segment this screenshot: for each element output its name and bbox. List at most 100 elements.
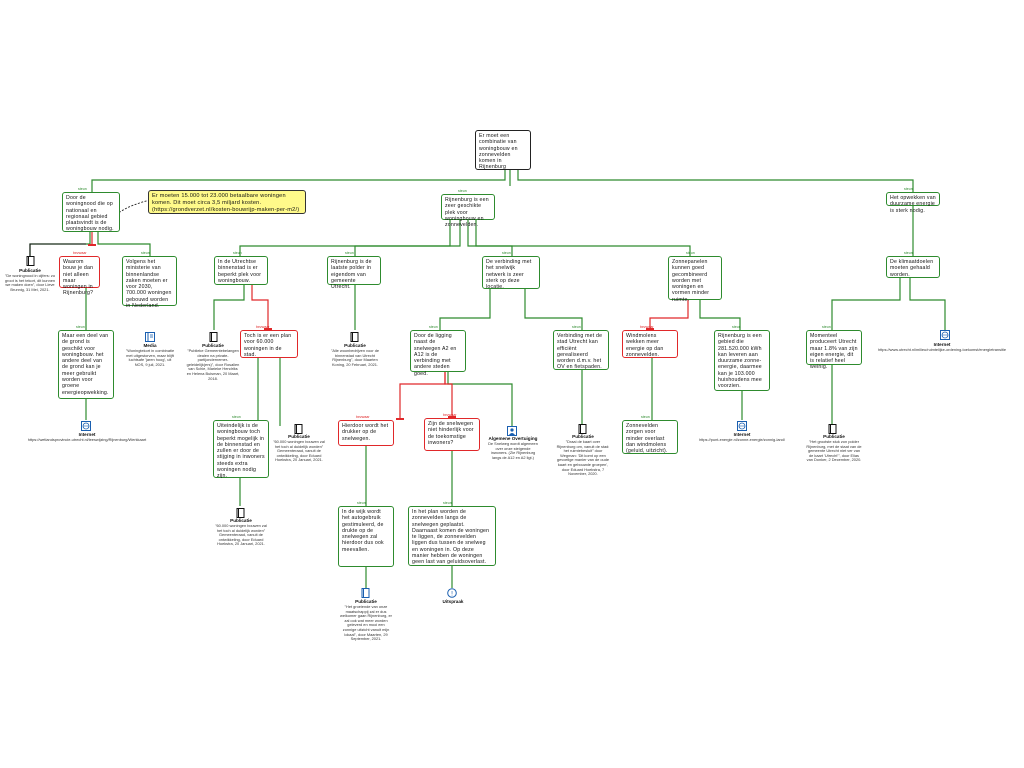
objection-label: bezwaar bbox=[443, 413, 457, 417]
source-type: Publicatie bbox=[202, 343, 224, 348]
source-type: Internet bbox=[733, 432, 751, 437]
rebuttal-car-use[interactable]: In de wijk wordt het autogebruik gestimu… bbox=[338, 506, 394, 567]
support-label: steun bbox=[904, 251, 913, 255]
source-s6: Publicatie "60.000 woningen bouwen zal h… bbox=[214, 518, 268, 547]
reason-ov-bike[interactable]: Verbinding met de stad Utrecht kan effic… bbox=[553, 330, 609, 370]
source-s11: Publicatie "Het groeiende van onze maats… bbox=[340, 599, 392, 642]
support-label: steun bbox=[502, 251, 511, 255]
source-type: Publicatie bbox=[572, 434, 594, 439]
source-type: Algemene Overtuiging bbox=[488, 436, 538, 441]
cost-note: Er moeten 15.000 tot 23.000 betaalbare w… bbox=[148, 190, 306, 214]
book-icon bbox=[294, 424, 303, 434]
support-label: steun bbox=[232, 415, 241, 419]
source-text: "Alle woonbedrijven voor de binnenstad v… bbox=[330, 348, 380, 367]
book-icon bbox=[578, 424, 587, 434]
source-type: Publicatie bbox=[344, 343, 366, 348]
support-label: steun bbox=[443, 501, 452, 505]
support-label: steun bbox=[345, 251, 354, 255]
support-label: steun bbox=[76, 325, 85, 329]
book-icon bbox=[361, 588, 370, 598]
reason-last-polder[interactable]: Rijnenburg is de laatste polder in eigen… bbox=[327, 256, 381, 290]
book-icon bbox=[209, 332, 218, 342]
source-type: Media bbox=[143, 343, 157, 348]
globe-icon bbox=[81, 421, 91, 431]
objection-windmills[interactable]: Windmolens wekken meer energie op dan zo… bbox=[622, 330, 678, 358]
objection-label: bezwaar bbox=[356, 415, 370, 419]
source-s12: Uitspraak bbox=[430, 599, 476, 605]
support-label: steun bbox=[458, 189, 467, 193]
source-text: "Het grootste stuk zon polder Rijnenburg… bbox=[806, 439, 862, 463]
reason-solar-combine[interactable]: Zonnepanelen kunnen goed gecombineerd wo… bbox=[668, 256, 722, 303]
reason-utrecht-1-8-percent[interactable]: Momenteel produceert Utrecht maar 1.8% v… bbox=[806, 330, 862, 370]
book-icon bbox=[828, 424, 837, 434]
reason-limited-space-utrecht[interactable]: In de Utrechtse binnenstad is er beperkt… bbox=[214, 256, 268, 285]
source-text: https://wetlandsprovincie-utrecht.nl/lee… bbox=[27, 437, 147, 442]
claim-renewable-energy[interactable]: Het opwekken van duurzame energie is ste… bbox=[886, 192, 940, 214]
source-s3: Internet https://wetlandsprovincie-utrec… bbox=[14, 432, 160, 443]
reason-land-partly-suitable[interactable]: Maar een deel van de grond is geschikt v… bbox=[58, 330, 114, 399]
support-label: steun bbox=[686, 251, 695, 255]
source-type: Publicatie bbox=[19, 268, 41, 273]
support-label: steun bbox=[357, 501, 366, 505]
support-label: steun bbox=[641, 415, 650, 419]
source-s10: Internet https://punt-energie.nl/zonne-e… bbox=[688, 432, 796, 443]
source-type: Uitspraak bbox=[442, 599, 464, 604]
source-text: https://www.utrecht.nl/milieu/ruimtelijk… bbox=[877, 347, 1006, 352]
reason-climate-goals[interactable]: De klimaatdoelen moeten gehaald worden. bbox=[886, 256, 940, 278]
book-icon bbox=[350, 332, 359, 342]
rebuttal-less-nuisance[interactable]: Zonnevelden zorgen voor minder overlast … bbox=[622, 420, 678, 454]
source-s8: Algemene Overtuiging De Snelweg wordt al… bbox=[488, 436, 538, 460]
reason-a2-a12[interactable]: Door de ligging naast de snelwegen A2 en… bbox=[410, 330, 466, 377]
objection-busier-highways[interactable]: Hierdoor wordt het drukker op de snelweg… bbox=[338, 420, 394, 446]
root-claim[interactable]: Er moet een combinatie van woningbouw en… bbox=[475, 130, 531, 170]
reason-strong-connection[interactable]: De verbinding met het snelwijk netwerk i… bbox=[482, 256, 540, 290]
support-label: steun bbox=[732, 325, 741, 329]
support-label: steun bbox=[141, 251, 150, 255]
source-text: "De woningnood in cijfers: zo groot is h… bbox=[4, 273, 56, 292]
reason-limited-possible[interactable]: Uiteindelijk is de woningbouw toch beper… bbox=[213, 420, 269, 479]
source-s14: Publicatie "Het grootste stuk zon polder… bbox=[806, 434, 862, 463]
source-type: Internet bbox=[933, 342, 951, 347]
support-label: steun bbox=[78, 187, 87, 191]
source-s7: Publicatie "Alle woonbedrijven voor de b… bbox=[328, 343, 382, 367]
source-type: Publicatie bbox=[355, 599, 377, 604]
source-s2: Media "Woningtekort in combinatie met ui… bbox=[124, 343, 176, 367]
source-type: Publicatie bbox=[288, 434, 310, 439]
support-label: steun bbox=[233, 251, 242, 255]
source-type: Publicatie bbox=[823, 434, 845, 439]
source-s1: Publicatie "De woningnood in cijfers: zo… bbox=[4, 268, 56, 292]
claim-rijnenburg-suitable[interactable]: Rijnenburg is een zeer geschikte plek vo… bbox=[441, 194, 495, 228]
source-text: "60.000 woningen bouwen zal het toch al … bbox=[215, 523, 267, 547]
objection-plan-60000[interactable]: Toch is er een plan voor 60.000 woningen… bbox=[240, 330, 298, 358]
objection-label: bezwaar bbox=[256, 325, 270, 329]
source-text: https://punt-energie.nl/zonne-energie/zo… bbox=[699, 437, 785, 442]
claim-housing-need[interactable]: Door de woningnood die op nationaal en r… bbox=[62, 192, 120, 232]
book-icon bbox=[26, 256, 35, 266]
people-icon bbox=[507, 426, 517, 436]
source-text: "Publieke Gemeentebelangen dealen na pri… bbox=[186, 348, 240, 381]
source-text: "60.000 woningen bouwen zal het toch al … bbox=[273, 439, 325, 463]
reason-281-million-kwh[interactable]: Rijnenburg is een gebied die 281.520.000… bbox=[714, 330, 770, 391]
source-type: Publicatie bbox=[230, 518, 252, 523]
support-label: steun bbox=[822, 325, 831, 329]
support-label: steun bbox=[904, 187, 913, 191]
support-label: steun bbox=[429, 325, 438, 329]
source-s4: Publicatie "Publieke Gemeentebelangen de… bbox=[186, 343, 240, 381]
objection-highways-nuisance[interactable]: Zijn de snelwegen niet hinderlijk voor d… bbox=[424, 418, 480, 451]
svg-text:!: ! bbox=[451, 591, 453, 598]
objection-only-housing[interactable]: Waarom bouw je dan niet alleen maar woni… bbox=[59, 256, 100, 296]
source-s9: Publicatie "Draai de kaart over Rijnenbu… bbox=[556, 434, 610, 477]
book-icon bbox=[145, 332, 155, 342]
rebuttal-solar-buffer[interactable]: In het plan worden de zonnevelden langs … bbox=[408, 506, 496, 566]
globe-icon bbox=[940, 330, 950, 340]
quote-icon: ! bbox=[447, 588, 457, 598]
objection-label: bezwaar bbox=[640, 325, 654, 329]
reason-ministry-700000[interactable]: Volgens het ministerie van binnenlandse … bbox=[122, 256, 177, 309]
source-text: "Draai de kaart over Rijnenburg om, vanu… bbox=[556, 439, 610, 477]
source-text: De Snelweg wordt algemeen over onze stei… bbox=[488, 441, 538, 460]
source-text: "Woningtekort in combinatie met uitgesto… bbox=[125, 348, 175, 367]
source-s5: Publicatie "60.000 woningen bouwen zal h… bbox=[273, 434, 325, 463]
objection-label: bezwaar bbox=[73, 251, 87, 255]
source-s13: Internet https://www.utrecht.nl/milieu/r… bbox=[866, 342, 1018, 353]
